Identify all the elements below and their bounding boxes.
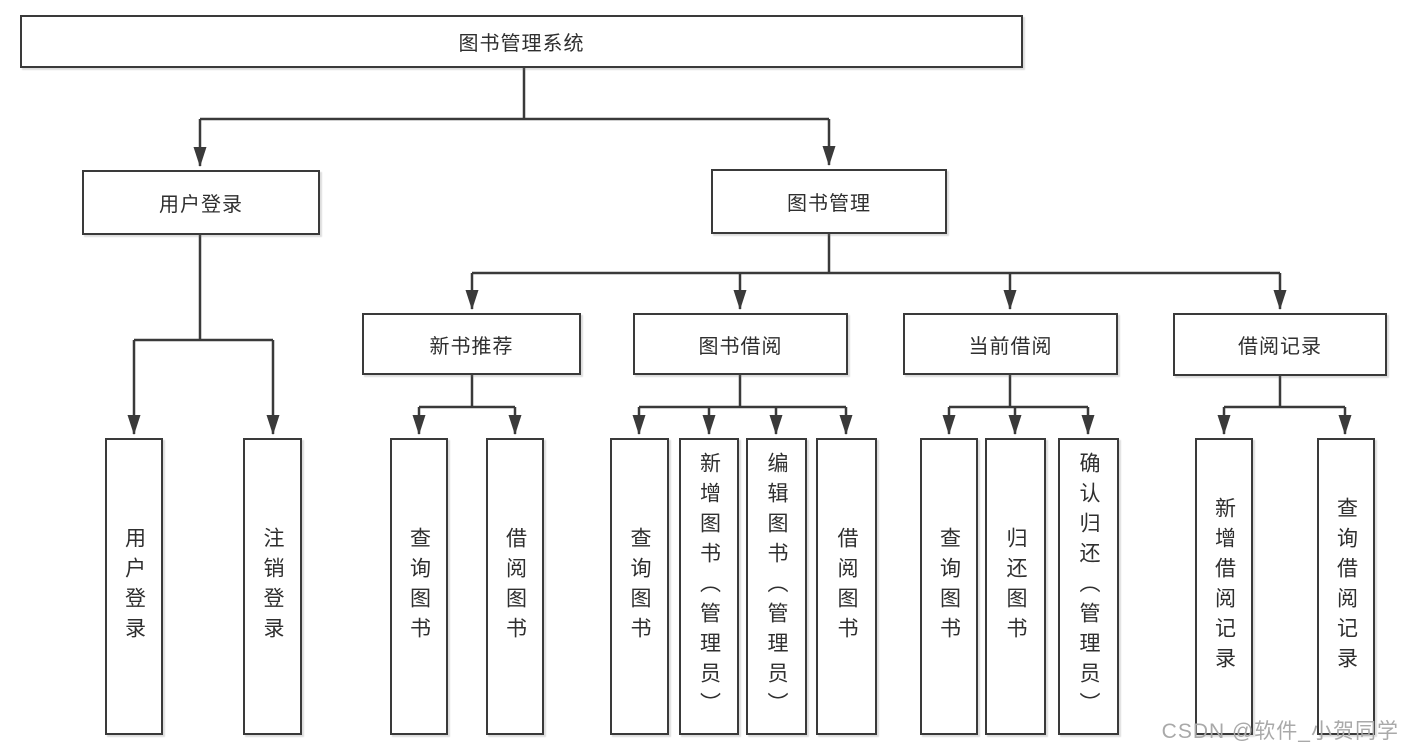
leaf-borrow-edit-books-admin-label: 编辑图书（管理员） — [765, 451, 788, 722]
leaf-borrow-query-books-label: 查询图书 — [628, 526, 651, 647]
node-book-borrow: 图书借阅 — [633, 313, 848, 375]
leaf-recommend-borrow-books: 借阅图书 — [486, 438, 544, 735]
leaf-borrow-add-books-admin: 新增图书（管理员） — [679, 438, 739, 735]
leaf-logout-login-label: 注销登录 — [261, 526, 284, 647]
leaf-user-login-label: 用户登录 — [122, 526, 146, 647]
leaf-borrow-edit-books-admin: 编辑图书（管理员） — [746, 438, 807, 735]
leaf-current-return-books-label: 归还图书 — [1004, 526, 1027, 647]
leaf-records-query-record-label: 查询借阅记录 — [1334, 496, 1358, 677]
leaf-current-return-books: 归还图书 — [985, 438, 1046, 735]
leaf-user-login: 用户登录 — [105, 438, 163, 735]
node-current-borrow-label: 当前借阅 — [968, 335, 1053, 358]
leaf-records-add-record-label: 新增借阅记录 — [1212, 496, 1236, 677]
node-borrow-records-label: 借阅记录 — [1238, 336, 1322, 358]
node-borrow-records: 借阅记录 — [1173, 313, 1387, 376]
node-user-login: 用户登录 — [82, 170, 320, 235]
node-current-borrow: 当前借阅 — [903, 313, 1118, 375]
watermark: CSDN @软件_小贺同学 — [1161, 720, 1399, 743]
leaf-records-query-record: 查询借阅记录 — [1317, 438, 1375, 735]
node-root: 图书管理系统 — [20, 15, 1023, 68]
leaf-logout-login: 注销登录 — [243, 438, 302, 735]
node-root-label: 图书管理系统 — [458, 33, 585, 55]
node-new-book-recommend-label: 新书推荐 — [429, 335, 514, 358]
leaf-borrow-borrow-books: 借阅图书 — [816, 438, 877, 735]
leaf-recommend-query-books: 查询图书 — [390, 438, 448, 735]
leaf-borrow-borrow-books-label: 借阅图书 — [835, 526, 858, 647]
node-book-management-label: 图书管理 — [787, 193, 871, 215]
leaf-recommend-query-books-label: 查询图书 — [407, 526, 431, 647]
node-book-borrow-label: 图书借阅 — [698, 335, 783, 358]
node-new-book-recommend: 新书推荐 — [362, 313, 581, 375]
leaf-borrow-add-books-admin-label: 新增图书（管理员） — [697, 451, 721, 722]
leaf-recommend-borrow-books-label: 借阅图书 — [503, 526, 527, 647]
leaf-records-add-record: 新增借阅记录 — [1195, 438, 1253, 735]
node-book-management: 图书管理 — [711, 169, 947, 234]
node-user-login-label: 用户登录 — [159, 194, 243, 216]
leaf-borrow-query-books: 查询图书 — [610, 438, 669, 735]
leaf-current-confirm-return-admin-label: 确认归还（管理员） — [1077, 451, 1100, 722]
leaf-current-confirm-return-admin: 确认归还（管理员） — [1058, 438, 1119, 735]
leaf-current-query-books-label: 查询图书 — [937, 526, 961, 647]
leaf-current-query-books: 查询图书 — [920, 438, 978, 735]
